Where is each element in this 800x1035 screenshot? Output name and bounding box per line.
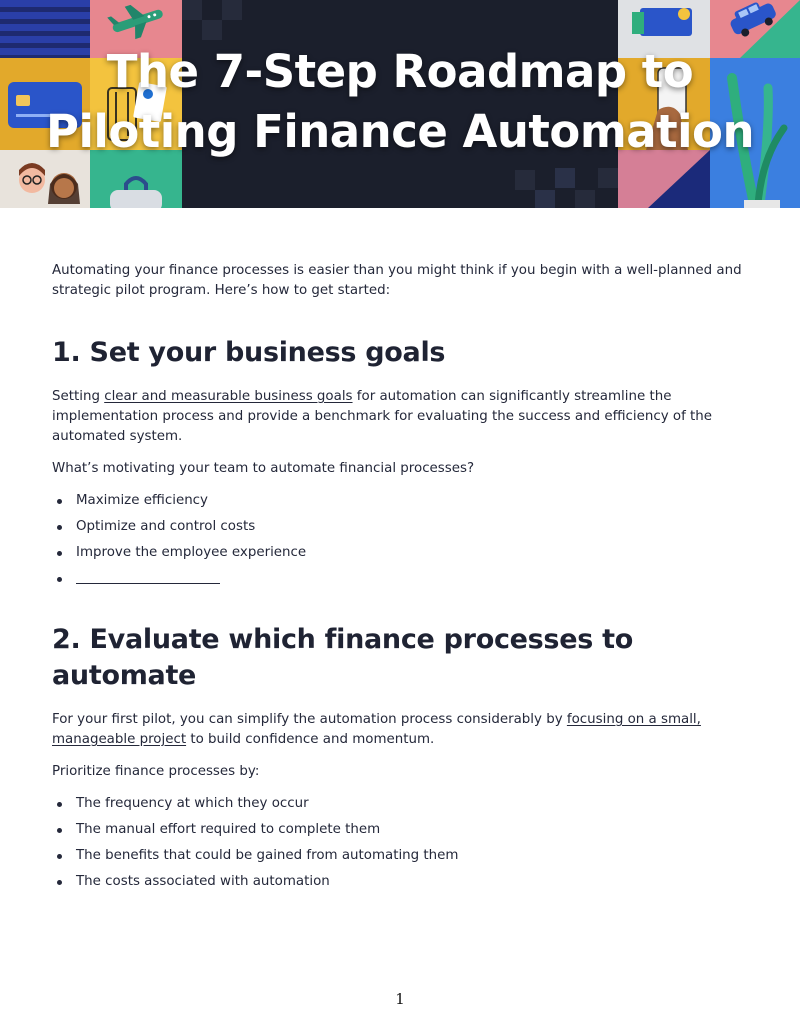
people-tile <box>0 150 90 208</box>
motivation-list: Maximize efficiency Optimize and control… <box>52 491 752 591</box>
airplane-tile <box>90 0 182 58</box>
people-icon <box>19 163 80 204</box>
document-body: Automating your finance processes is eas… <box>52 261 752 898</box>
list-item: Optimize and control costs <box>52 517 752 537</box>
lock-icon <box>110 176 162 208</box>
page-title-line-1: The 7-Step Roadmap to <box>106 45 694 98</box>
list-item: Maximize efficiency <box>52 491 752 511</box>
pink-tile <box>618 150 710 208</box>
list-item-text: The costs associated with automation <box>76 874 330 889</box>
business-goals-link[interactable]: clear and measurable business goals <box>104 389 353 404</box>
section-1-heading: 1. Set your business goals <box>52 337 446 368</box>
page-title-line-2: Piloting Finance Automation <box>46 105 755 158</box>
section-1-question: What’s motivating your team to automate … <box>52 461 475 476</box>
list-item: The manual effort required to complete t… <box>52 820 752 840</box>
navy-triangle-shape <box>648 150 710 208</box>
briefcase-tile <box>618 0 710 58</box>
credit-card-icon <box>8 82 82 128</box>
bullet-icon <box>57 499 62 504</box>
list-item-text: Optimize and control costs <box>76 519 256 534</box>
list-item: The costs associated with automation <box>52 872 752 892</box>
striped-pattern-tile <box>0 0 90 58</box>
phone-tile <box>618 58 710 150</box>
list-item-text: The frequency at which they occur <box>76 796 309 811</box>
page-number: 1 <box>395 990 405 1008</box>
car-icon <box>730 0 800 58</box>
section-2-prioritize: Prioritize finance processes by: <box>52 764 260 779</box>
credit-card-tile <box>0 58 90 150</box>
lock-tile <box>90 150 182 208</box>
list-item: The frequency at which they occur <box>52 794 752 814</box>
bullet-icon <box>57 577 62 582</box>
bullet-icon <box>57 854 62 859</box>
list-item-text: Improve the employee experience <box>76 545 307 560</box>
list-item: Improve the employee experience <box>52 543 752 563</box>
manageable-project-link[interactable]: focusing on a small, manageable project <box>52 712 701 747</box>
airplane-icon <box>107 4 163 40</box>
list-item-text: Maximize efficiency <box>76 493 208 508</box>
bullet-icon <box>57 880 62 885</box>
luggage-tile <box>90 58 182 150</box>
section-2-text-before: For your first pilot, you can simplify t… <box>52 712 567 727</box>
luggage-icon <box>107 82 167 141</box>
bullet-icon <box>57 828 62 833</box>
section-1-paragraph: Setting clear and measurable business go… <box>52 387 752 447</box>
phone-icon <box>646 67 688 150</box>
section-2-text-after: to build confidence and momentum. <box>186 732 435 747</box>
section-2-heading: 2. Evaluate which finance processes to a… <box>52 624 633 691</box>
car-tile <box>710 0 800 58</box>
section-2-paragraph: For your first pilot, you can simplify t… <box>52 710 752 750</box>
bullet-icon <box>57 551 62 556</box>
fill-in-blank-line <box>76 569 220 584</box>
bullet-icon <box>57 525 62 530</box>
plant-icon <box>727 73 788 208</box>
page-title: The 7-Step Roadmap to Piloting Finance A… <box>0 42 800 162</box>
list-item-text: The manual effort required to complete t… <box>76 822 381 837</box>
bullet-icon <box>57 802 62 807</box>
section-1-text-after: for automation can significantly streaml… <box>52 389 713 444</box>
list-item-text: The benefits that could be gained from a… <box>76 848 459 863</box>
plant-tile <box>710 58 800 208</box>
list-item: The benefits that could be gained from a… <box>52 846 752 866</box>
prioritize-list: The frequency at which they occur The ma… <box>52 794 752 892</box>
section-1-text-before: Setting <box>52 389 105 404</box>
hero-banner: The 7-Step Roadmap to Piloting Finance A… <box>0 0 800 208</box>
list-item-blank <box>52 569 752 591</box>
intro-paragraph: Automating your finance processes is eas… <box>52 263 742 298</box>
briefcase-icon <box>632 8 692 36</box>
